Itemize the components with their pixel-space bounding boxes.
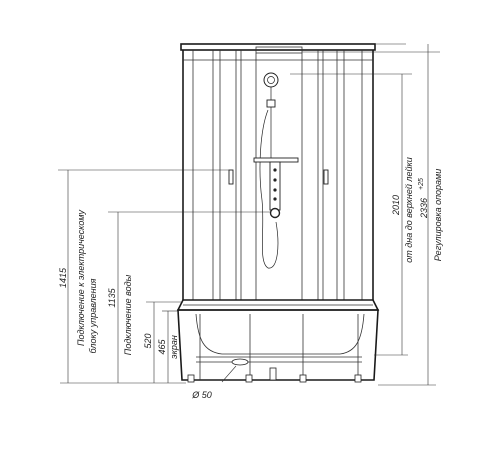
shower-tray bbox=[176, 299, 380, 383]
drain-diameter-label: Ø 50 bbox=[191, 390, 212, 400]
door-handles bbox=[228, 169, 329, 185]
cabin-frame bbox=[180, 43, 376, 300]
shower-height-label: от дна до верхней лейки bbox=[404, 157, 414, 262]
dim-465: 465 bbox=[157, 339, 167, 355]
dim-1135: 1135 bbox=[107, 287, 117, 307]
dim-520: 520 bbox=[143, 333, 153, 348]
electric-connection-label-2: блоку управления bbox=[88, 278, 98, 353]
screen-label: экран bbox=[169, 335, 179, 359]
shower-column bbox=[253, 72, 299, 269]
dim-2336: 2336 bbox=[419, 198, 429, 219]
leg-adjustment-label: Регулировка опорами bbox=[433, 169, 443, 261]
dim-1415: 1415 bbox=[58, 267, 68, 288]
electric-connection-label-1: Подключение к электрическому bbox=[76, 209, 86, 346]
right-dimensions bbox=[290, 43, 440, 386]
left-dimensions bbox=[58, 169, 270, 384]
water-connection-label: Подключение воды bbox=[123, 274, 133, 355]
dim-2010: 2010 bbox=[391, 195, 401, 216]
dim-2336-tolerance: +25 bbox=[418, 178, 425, 190]
